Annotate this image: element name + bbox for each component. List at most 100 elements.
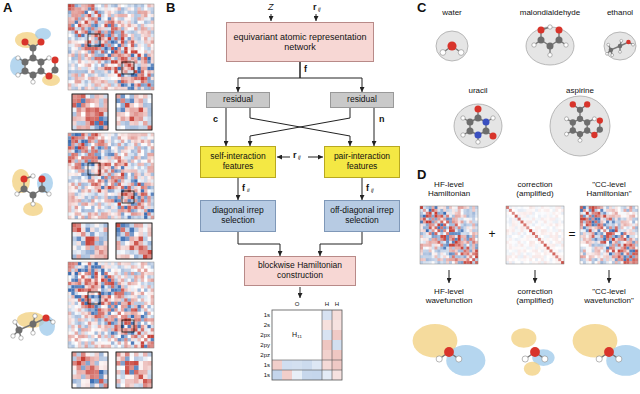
matrix-cell: [137, 67, 140, 70]
matrix-cell: [88, 21, 91, 24]
matrix-cell: [78, 30, 81, 33]
matrix-cell: [147, 275, 150, 278]
matrix-cell: [134, 133, 137, 136]
matrix-cell: [114, 57, 117, 60]
matrix-cell: [147, 17, 150, 20]
atom: [21, 176, 28, 183]
matrix-cell: [128, 166, 131, 169]
matrix-cell: [104, 37, 107, 40]
matrix-cell: [81, 216, 84, 219]
matrix-cell: [131, 27, 134, 30]
matrix-cell: [86, 126, 91, 131]
matrix-cell: [94, 47, 97, 50]
matrix-cell: [124, 269, 127, 272]
matrix-cell: [71, 183, 74, 186]
matrix-cell: [114, 77, 117, 80]
matrix-cell: [98, 275, 101, 278]
matrix-cell: [143, 255, 148, 260]
matrix-cell: [111, 4, 114, 7]
matrix-cell: [77, 94, 82, 99]
matrix-cell: [72, 117, 77, 122]
matrix-cell: [85, 83, 88, 86]
matrix-cell: [118, 173, 121, 176]
matrix-cell: [72, 121, 77, 126]
matrix-cell: [81, 80, 84, 83]
matrix-cell: [121, 11, 124, 14]
matrix-cell: [134, 183, 137, 186]
matrix-cell: [104, 255, 109, 260]
matrix-cell: [151, 282, 154, 285]
matrix-cell: [139, 108, 144, 113]
matrix-cell: [134, 87, 137, 90]
matrix-cell: [94, 265, 97, 268]
matrix-cell: [78, 279, 81, 282]
matrix-cell: [137, 70, 140, 73]
matrix-cell: [139, 117, 144, 122]
matrix-cell: [144, 47, 147, 50]
matrix-cell: [71, 193, 74, 196]
matrix-cell: [104, 17, 107, 20]
matrix-cell: [144, 216, 147, 219]
matrix-cell: [78, 77, 81, 80]
matrix-cell: [125, 232, 130, 237]
matrix-cell: [144, 40, 147, 43]
matrix-cell: [104, 169, 107, 172]
matrix-cell: [134, 126, 139, 131]
matrix-cell: [85, 143, 88, 146]
matrix-cell: [68, 156, 71, 159]
atom: [39, 186, 46, 193]
matrix-cell: [104, 87, 107, 90]
matrix-cell: [77, 246, 82, 251]
matrix-cell: [151, 47, 154, 50]
matrix-cell: [134, 57, 137, 60]
matrix-cell: [124, 21, 127, 24]
matrix-cell: [104, 94, 109, 99]
matrix-cell: [141, 133, 144, 136]
matrix-cell: [90, 121, 95, 126]
matrix-cell: [137, 209, 140, 212]
matrix-cell: [81, 265, 84, 268]
matrix-cell: [111, 285, 114, 288]
matrix-cell: [131, 179, 134, 182]
matrix-cell: [151, 83, 154, 86]
matrix-cell: [118, 70, 121, 73]
matrix-cell: [71, 282, 74, 285]
matrix-cell: [108, 196, 111, 199]
matrix-cell: [147, 196, 150, 199]
matrix-cell: [81, 14, 84, 17]
matrix-cell: [91, 7, 94, 10]
atom: [30, 55, 37, 62]
matrix-cell: [75, 216, 78, 219]
orbital-lobe: [12, 169, 30, 193]
matrix-cell: [104, 4, 107, 7]
matrix-cell: [124, 163, 127, 166]
matrix-cell: [91, 57, 94, 60]
matrix-cell: [147, 70, 150, 73]
matrix-cell: [137, 216, 140, 219]
matrix-cell: [101, 275, 104, 278]
matrix-cell: [137, 47, 140, 50]
matrix-cell: [134, 121, 139, 126]
matrix-cell: [147, 60, 150, 63]
matrix-cell: [131, 282, 134, 285]
matrix-cell: [131, 275, 134, 278]
matrix-cell: [108, 143, 111, 146]
matrix-cell: [137, 87, 140, 90]
matrix-cell: [134, 223, 139, 228]
matrix-cell: [101, 173, 104, 176]
matrix-cell: [114, 50, 117, 53]
matrix-cell: [134, 27, 137, 30]
matrix-cell: [75, 136, 78, 139]
matrix-cell: [68, 150, 71, 153]
matrix-cell: [68, 70, 71, 73]
matrix-cell: [134, 17, 137, 20]
matrix-cell: [139, 255, 144, 260]
matrix-cell: [85, 173, 88, 176]
matrix-cell: [88, 202, 91, 205]
matrix-cell: [118, 288, 121, 291]
matrix-cell: [118, 159, 121, 162]
matrix-cell: [134, 163, 137, 166]
matrix-cell: [147, 269, 150, 272]
matrix-cell: [101, 166, 104, 169]
matrix-cell: [90, 250, 95, 255]
